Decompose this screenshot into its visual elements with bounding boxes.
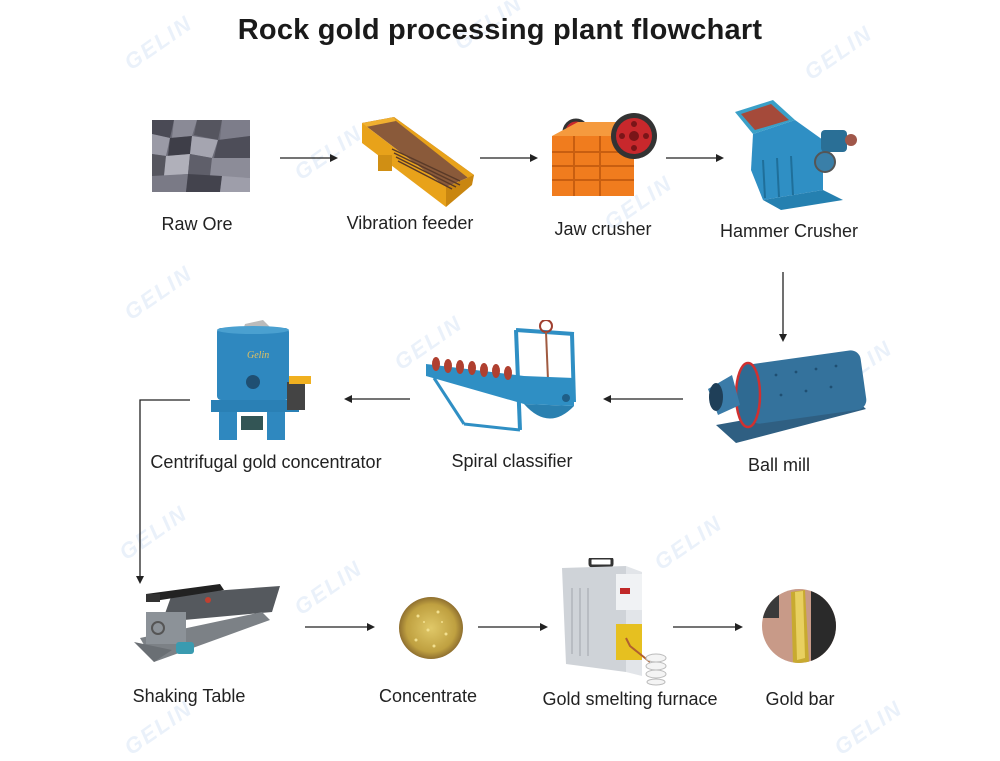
- svg-text:Gelin: Gelin: [247, 350, 269, 361]
- label-centrifugal-gold-concentrator: Centrifugal gold concentrator: [150, 452, 382, 472]
- label-raw-ore: Raw Ore: [161, 214, 233, 234]
- hammer-crusher-icon: [735, 100, 857, 210]
- page-title: Rock gold processing plant flowchart: [237, 14, 763, 46]
- shaking-table-icon: [134, 584, 280, 662]
- node-centrifugal-gold-concentrator: Gelin: [205, 320, 315, 442]
- node-jaw-crusher: [548, 108, 660, 200]
- arrow-right-icon: [666, 154, 724, 162]
- watermark: GELIN: [829, 695, 908, 760]
- node-gold-bar: [761, 588, 837, 664]
- arrow-right-icon: [673, 623, 743, 631]
- watermark: GELIN: [119, 260, 198, 325]
- watermark: GELIN: [289, 555, 368, 620]
- spiral-classifier-icon: [426, 320, 576, 432]
- arrow-right-icon: [478, 623, 548, 631]
- arrow-elbow-down-icon: [136, 399, 190, 584]
- gold-concentrate-icon: [399, 597, 463, 659]
- ball-mill-icon: [708, 350, 867, 443]
- label-spiral-classifier: Spiral classifier: [451, 451, 573, 471]
- vibration-feeder-icon: [362, 117, 474, 207]
- node-ball-mill: [706, 345, 868, 445]
- label-vibration-feeder: Vibration feeder: [346, 213, 474, 233]
- arrow-right-icon: [280, 154, 338, 162]
- arrow-left-icon: [603, 395, 683, 403]
- label-ball-mill: Ball mill: [747, 455, 811, 475]
- label-gold-smelting-furnace: Gold smelting furnace: [542, 689, 718, 709]
- ore-rocks-icon: [152, 120, 250, 192]
- label-shaking-table: Shaking Table: [132, 686, 246, 706]
- label-hammer-crusher: Hammer Crusher: [719, 221, 859, 241]
- node-hammer-crusher: [733, 100, 863, 212]
- arrow-right-icon: [305, 623, 375, 631]
- node-shaking-table: [132, 582, 282, 670]
- node-concentrate: [398, 596, 464, 660]
- label-gold-bar: Gold bar: [765, 689, 835, 709]
- centrifugal-concentrator-icon: Gelin: [211, 320, 311, 440]
- gold-bar-icon: [762, 589, 836, 663]
- node-vibration-feeder: [356, 115, 476, 210]
- arrow-left-icon: [344, 395, 410, 403]
- node-raw-ore: [152, 120, 250, 192]
- node-gold-smelting-furnace: [560, 558, 680, 686]
- jaw-crusher-icon: [552, 113, 657, 196]
- label-jaw-crusher: Jaw crusher: [554, 219, 652, 239]
- label-concentrate: Concentrate: [378, 686, 478, 706]
- arrow-right-icon: [480, 154, 538, 162]
- smelting-furnace-icon: [562, 558, 667, 686]
- node-spiral-classifier: [424, 320, 586, 442]
- arrow-down-icon: [779, 272, 787, 342]
